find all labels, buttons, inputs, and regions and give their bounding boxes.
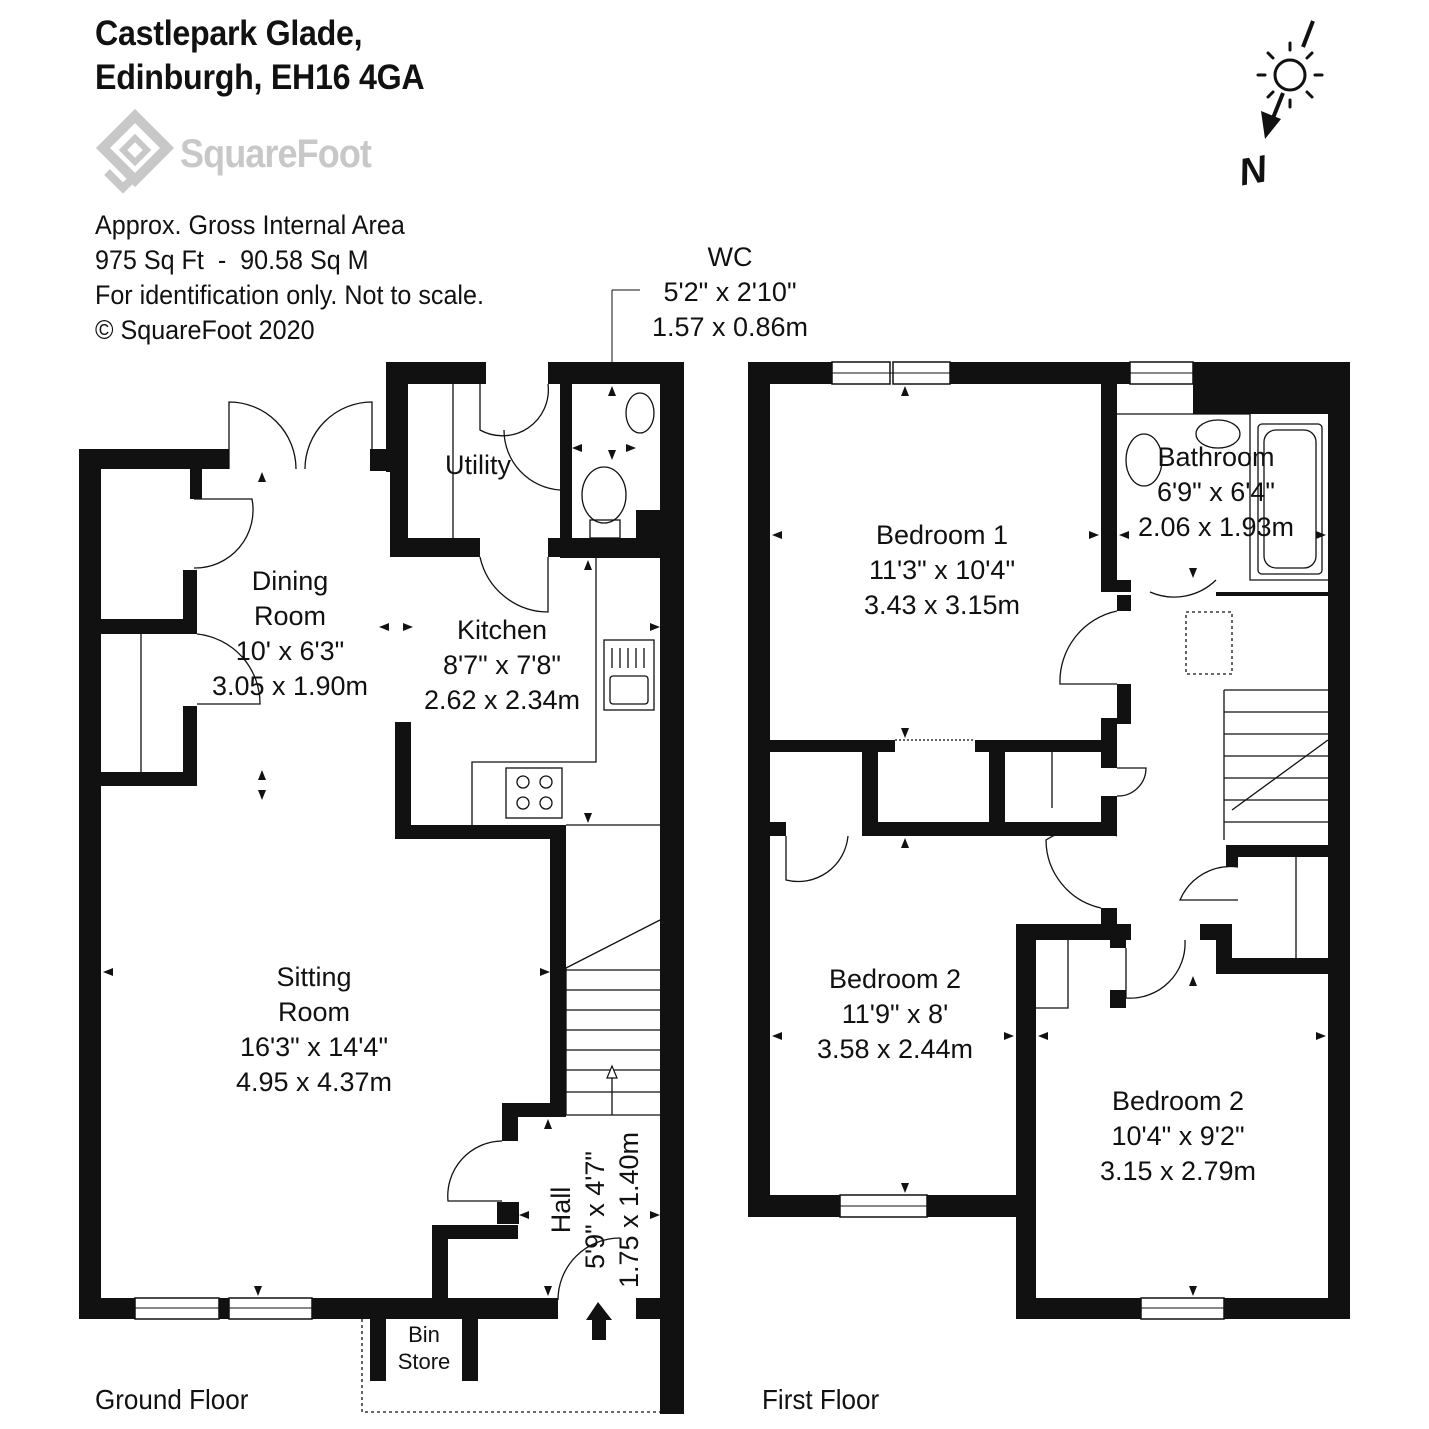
room-label-dining: Dining <box>252 566 329 596</box>
first-floor-plan <box>748 362 1350 1319</box>
room-dim-imperial: 5'2" x 2'10" <box>663 277 796 307</box>
room-dim-imperial: 8'7" x 7'8" <box>443 650 561 680</box>
room-label-wc: WC <box>708 242 753 272</box>
floor-label-first: First Floor <box>762 1384 880 1415</box>
room-dim-imperial: 5'9" x 4'7" <box>580 1151 610 1269</box>
area-info: Approx. Gross Internal Area 975 Sq Ft - … <box>95 208 484 348</box>
room-label-bedroom-2: Bedroom 2 <box>1112 1086 1244 1116</box>
room-dim-metric: 1.75 x 1.40m <box>614 1132 644 1288</box>
logo-wordmark: SquareFoot <box>180 132 372 176</box>
copyright: © SquareFoot 2020 <box>95 315 315 345</box>
room-label-bin: Store <box>398 1349 451 1374</box>
room-dim-imperial: 11'3" x 10'4" <box>869 555 1015 585</box>
dimension-markers <box>103 386 1326 1296</box>
room-label-sitting: Room <box>278 997 350 1027</box>
room-dim-imperial: 16'3" x 14'4" <box>240 1032 388 1062</box>
area-info-line: For identification only. Not to scale. <box>95 280 484 310</box>
room-dim-metric: 3.58 x 2.44m <box>817 1034 973 1064</box>
room-label-dining: Room <box>254 601 326 631</box>
room-dim-metric: 3.05 x 1.90m <box>212 671 368 701</box>
room-dim-metric: 3.43 x 3.15m <box>864 590 1020 620</box>
squarefoot-logo-icon <box>95 108 175 194</box>
room-dim-metric: 2.06 x 1.93m <box>1138 512 1294 542</box>
room-label-bin: Bin <box>408 1322 440 1347</box>
room-label-bathroom: Bathroom <box>1157 442 1274 472</box>
ground-floor-plan <box>79 362 684 1414</box>
property-address: Castlepark Glade, Edinburgh, EH16 4GA <box>95 12 425 100</box>
room-dim-imperial: 10' x 6'3" <box>236 636 344 666</box>
area-info-line: 975 Sq Ft - 90.58 Sq M <box>95 245 369 275</box>
room-dim-metric: 3.15 x 2.79m <box>1100 1156 1256 1186</box>
room-label-bedroom-1: Bedroom 1 <box>876 520 1008 550</box>
room-label-bedroom-2: Bedroom 2 <box>829 964 961 994</box>
room-dim-imperial: 11'9" x 8' <box>842 999 948 1029</box>
address-line-2: Edinburgh, EH16 4GA <box>95 58 425 97</box>
address-line-1: Castlepark Glade, <box>95 14 363 53</box>
room-dim-imperial: 6'9" x 6'4" <box>1157 477 1275 507</box>
room-label-hall: Hall <box>546 1187 576 1234</box>
room-dim-metric: 2.62 x 2.34m <box>424 685 580 715</box>
room-label-utility: Utility <box>445 450 511 480</box>
room-dim-metric: 1.57 x 0.86m <box>652 312 808 342</box>
room-label-sitting: Sitting <box>276 962 351 992</box>
compass-sun-icon: N <box>1236 20 1324 194</box>
room-label-kitchen: Kitchen <box>457 615 547 645</box>
room-dim-imperial: 10'4" x 9'2" <box>1111 1121 1244 1151</box>
room-dim-metric: 4.95 x 4.37m <box>236 1067 392 1097</box>
floor-label-ground: Ground Floor <box>95 1384 249 1415</box>
area-info-line: Approx. Gross Internal Area <box>95 210 405 240</box>
